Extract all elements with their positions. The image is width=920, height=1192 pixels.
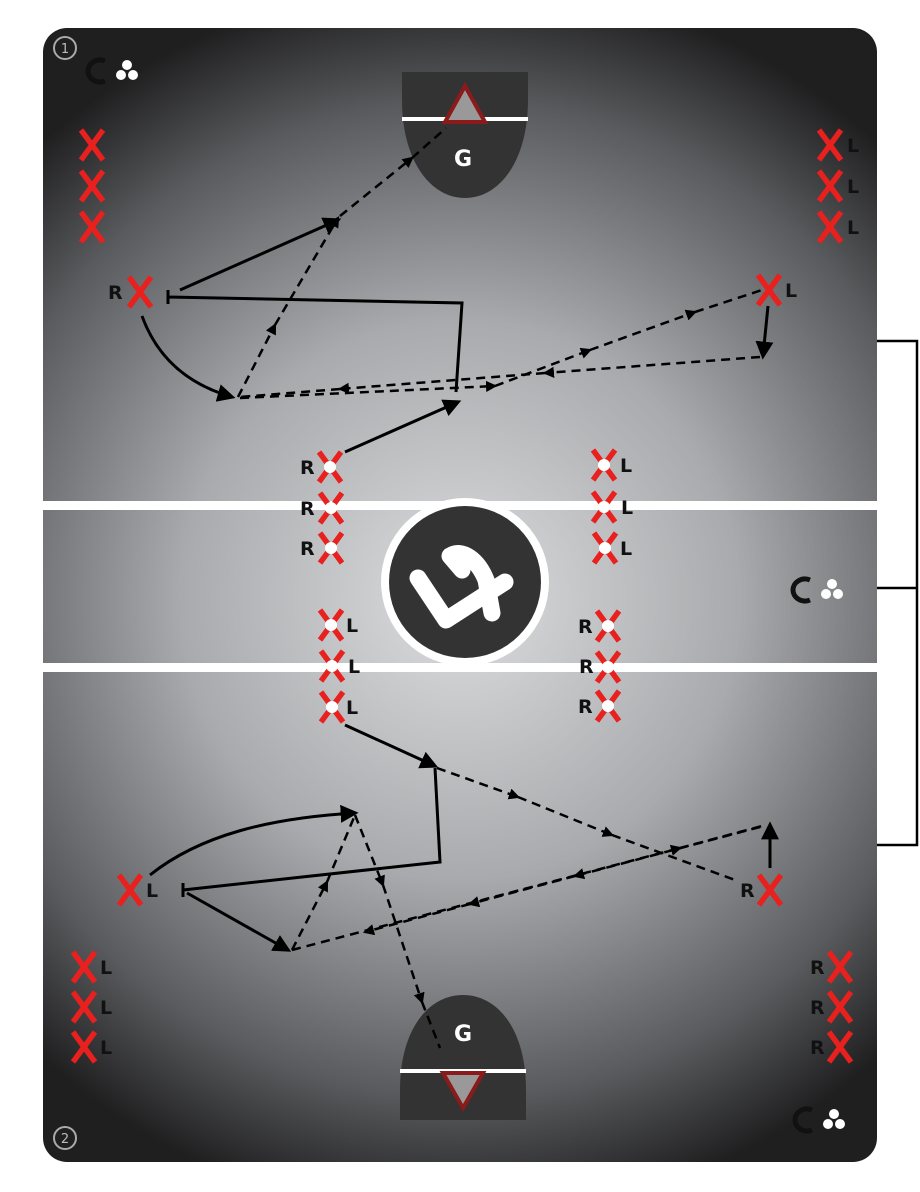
svg-text:L: L: [785, 280, 797, 302]
svg-text:L: L: [847, 135, 859, 157]
svg-text:R: R: [108, 282, 123, 304]
svg-text:R: R: [300, 538, 315, 560]
player-group-mid-lower-left: L L L: [320, 610, 360, 722]
svg-text:G: G: [454, 1022, 472, 1047]
svg-text:L: L: [100, 1037, 112, 1059]
sheet-number-2: 2: [53, 1126, 77, 1150]
svg-text:R: R: [810, 957, 825, 979]
svg-text:2: 2: [61, 1132, 69, 1147]
player-group-mid-upper-left: R R R: [300, 452, 342, 563]
svg-text:R: R: [578, 616, 593, 638]
svg-text:R: R: [300, 457, 315, 479]
top-drill-lines: [140, 127, 774, 454]
player-group-mid-upper-right: L L L: [593, 450, 633, 563]
svg-text:L: L: [847, 176, 859, 198]
svg-text:L: L: [100, 957, 112, 979]
goal-icon: [441, 81, 489, 124]
player-group-mid-lower-right: R R R: [578, 611, 619, 721]
logo-icon: [381, 498, 549, 666]
svg-text:R: R: [579, 656, 594, 678]
svg-text:L: L: [100, 997, 112, 1019]
svg-text:R: R: [810, 1037, 825, 1059]
goal-icon: [439, 1071, 487, 1113]
svg-text:G: G: [454, 147, 472, 172]
svg-text:R: R: [300, 498, 315, 520]
svg-text:1: 1: [61, 42, 69, 57]
svg-text:L: L: [620, 538, 632, 560]
player-bottom-r: R: [740, 875, 781, 905]
player-bottom-l: L: [119, 875, 158, 905]
svg-text:L: L: [346, 615, 358, 637]
player-top-l: L: [758, 275, 797, 305]
svg-text:R: R: [578, 696, 593, 718]
svg-text:L: L: [348, 656, 360, 678]
player-group-bottom-left: L L L: [73, 952, 112, 1062]
svg-text:L: L: [146, 880, 158, 902]
goal-bottom: G: [400, 995, 526, 1120]
goal-top: G: [402, 72, 528, 198]
svg-text:L: L: [621, 497, 633, 519]
player-group-top-right: L L L: [819, 130, 859, 242]
svg-text:L: L: [346, 697, 358, 719]
player-top-r: R: [108, 277, 151, 307]
svg-text:R: R: [740, 880, 755, 902]
svg-text:R: R: [810, 997, 825, 1019]
restraining-line-bottom: [43, 663, 877, 672]
bracket: [877, 339, 919, 847]
player-group-bottom-right: R R R: [810, 952, 851, 1062]
svg-text:L: L: [620, 455, 632, 477]
svg-text:L: L: [847, 217, 859, 239]
sheet-number-1: 1: [53, 36, 77, 60]
bottom-drill-lines: [149, 723, 779, 1049]
